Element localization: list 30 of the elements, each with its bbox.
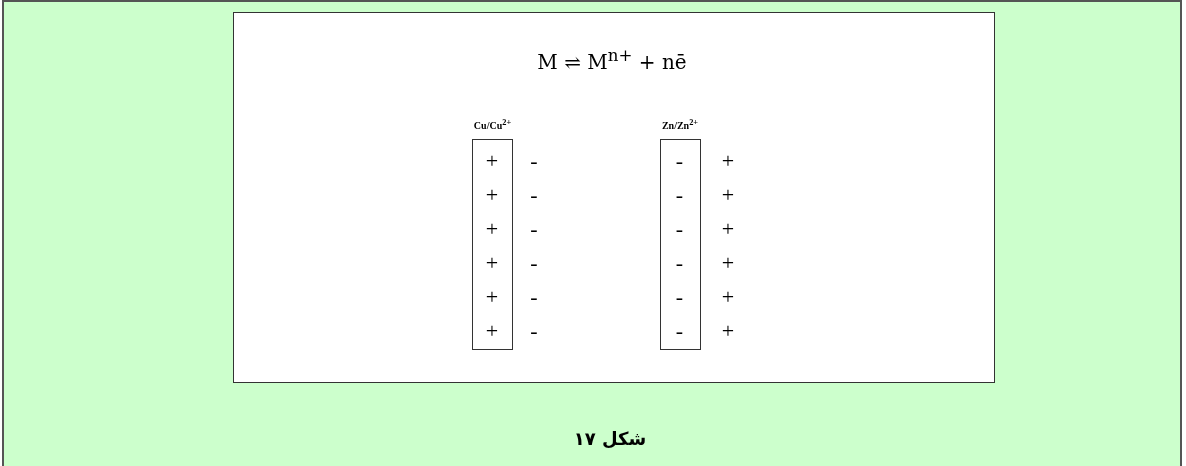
charge-sign: + [484,149,500,172]
charge-sign: + [720,320,736,342]
charge-sign: - [674,217,685,240]
charge-sign: + [720,252,736,274]
charge-sign: - [529,150,539,172]
charge-sign: + [484,251,500,274]
charge-sign: - [529,252,539,274]
electrode-label: Zn/Zn$^{2+}$ [660,118,700,132]
electrode-label: Cu/Cu$^{2+}$ [472,118,513,132]
charge-sign: - [529,286,539,308]
charge-sign: + [484,319,500,342]
charge-sign: + [484,183,500,206]
charge-sign: - [529,320,539,342]
electrode-box [472,139,513,350]
charge-sign: + [720,150,736,172]
charge-sign: - [674,285,685,308]
charge-sign: - [674,251,685,274]
caption: شكل ١٧ [572,428,648,449]
charge-sign: - [674,149,685,172]
charge-sign: + [484,217,500,240]
charge-sign: - [674,319,685,342]
charge-sign: + [720,286,736,308]
equation: M ⇌ M$^{n+}$ + nē [536,46,688,74]
charge-sign: - [674,183,685,206]
charge-sign: - [529,218,539,240]
charge-sign: + [720,184,736,206]
electrode-box [659,139,701,350]
charge-sign: + [484,285,500,308]
charge-sign: + [720,218,736,240]
charge-sign: - [529,184,539,206]
